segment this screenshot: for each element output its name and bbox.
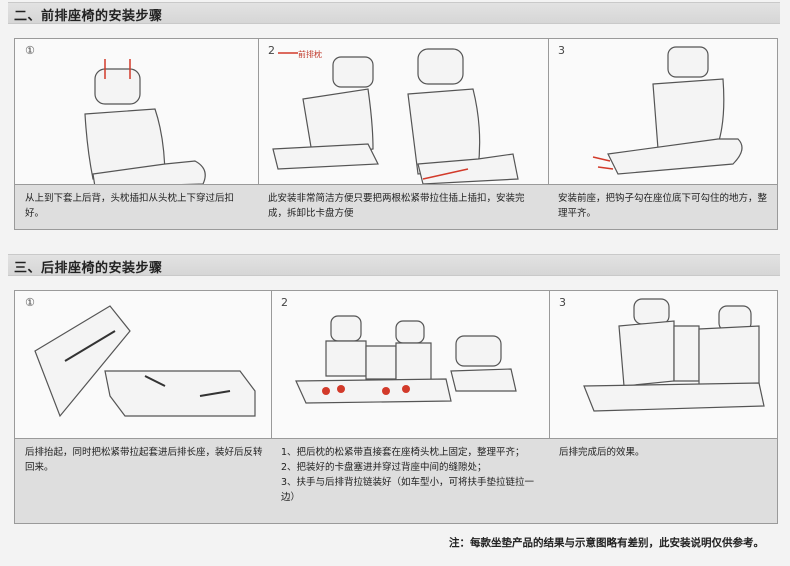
front-step-1: ① 从上到下套上后背，头枕插扣从头枕上下穿过后扣好。 — [15, 39, 259, 229]
step-number: ① — [25, 44, 35, 57]
disclaimer-note: 注：每款坐垫产品的结果与示意图略有差别，此安装说明仅供参考。 — [449, 537, 764, 549]
front-steps-panel: ① 从上到下套上后背，头枕插扣从头枕上下穿过后扣好。 2 前排枕 — [14, 38, 778, 230]
section-header-front: 二、前排座椅的安装步骤 — [8, 2, 780, 24]
rear-seat-lift-illustration — [34, 305, 256, 418]
front-step-3: 3 安装前座，把钩子勾在座位底下可勾住的地方，整理平齐。 — [548, 39, 777, 229]
rear-step-1: ① 后排抬起，同时把松紧带拉起套进后排长座，装好后反转回来。 — [15, 291, 272, 523]
rear-steps-panel: ① 后排抬起，同时把松紧带拉起套进后排长座，装好后反转回来。 2 — [14, 290, 778, 524]
step-caption: 安装前座，把钩子勾在座位底下可勾住的地方，整理平齐。 — [558, 193, 768, 219]
step-number: ① — [25, 296, 35, 309]
step-caption: 后排抬起，同时把松紧带拉起套进后排长座，装好后反转回来。 — [25, 447, 263, 473]
caption-box: 此安装非常简洁方便只要把两根松紧带拉住插上插扣，安装完成，拆卸比卡盘方便 — [258, 184, 548, 229]
step-number: 3 — [559, 296, 566, 309]
step-caption: 从上到下套上后背，头枕插扣从头枕上下穿过后扣好。 — [25, 193, 235, 219]
section-header-rear: 三、后排座椅的安装步骤 — [8, 254, 780, 276]
step-number: 2 — [268, 44, 275, 57]
step-number: 2 — [281, 296, 288, 309]
step-caption: 后排完成后的效果。 — [559, 447, 645, 458]
caption-box: 从上到下套上后背，头枕插扣从头枕上下穿过后扣好。 — [15, 184, 258, 229]
seat-strap-illustration — [272, 48, 519, 184]
step-number: 3 — [558, 44, 565, 57]
step-caption: 此安装非常简洁方便只要把两根松紧带拉住插上插扣，安装完成，拆卸比卡盘方便 — [268, 193, 525, 219]
rear-seat-result-illustration — [583, 298, 765, 412]
caption-box: 1、把后枕的松紧带直接套在座椅头枕上固定，整理平齐； 2、把装好的卡盘塞进并穿过… — [271, 438, 549, 523]
front-step-2: 2 前排枕 此安装非常简洁方便只要把两根松紧带拉住插上插扣，安装完成，拆卸比卡盘… — [258, 39, 549, 229]
seat-cover-illustration — [84, 59, 206, 184]
rear-seat-headrest-illustration — [295, 315, 517, 404]
section-title: 二、前排座椅的安装步骤 — [14, 9, 163, 24]
step-caption: 1、把后枕的松紧带直接套在座椅头枕上固定，整理平齐； 2、把装好的卡盘塞进并穿过… — [281, 447, 535, 503]
section-title: 三、后排座椅的安装步骤 — [14, 261, 163, 276]
seat-hook-illustration — [592, 46, 743, 175]
caption-box: 后排抬起，同时把松紧带拉起套进后排长座，装好后反转回来。 — [15, 438, 271, 523]
rear-step-3: 3 后排完成后的效果。 — [549, 291, 777, 523]
caption-box: 后排完成后的效果。 — [549, 438, 777, 523]
rear-step-2: 2 1、把后枕的松紧带直接套在座椅头枕上固定，整理平齐； 2、把装好的卡盘塞进并… — [271, 291, 550, 523]
caption-box: 安装前座，把钩子勾在座位底下可勾住的地方，整理平齐。 — [548, 184, 777, 229]
part-label: 前排枕 — [298, 50, 322, 59]
